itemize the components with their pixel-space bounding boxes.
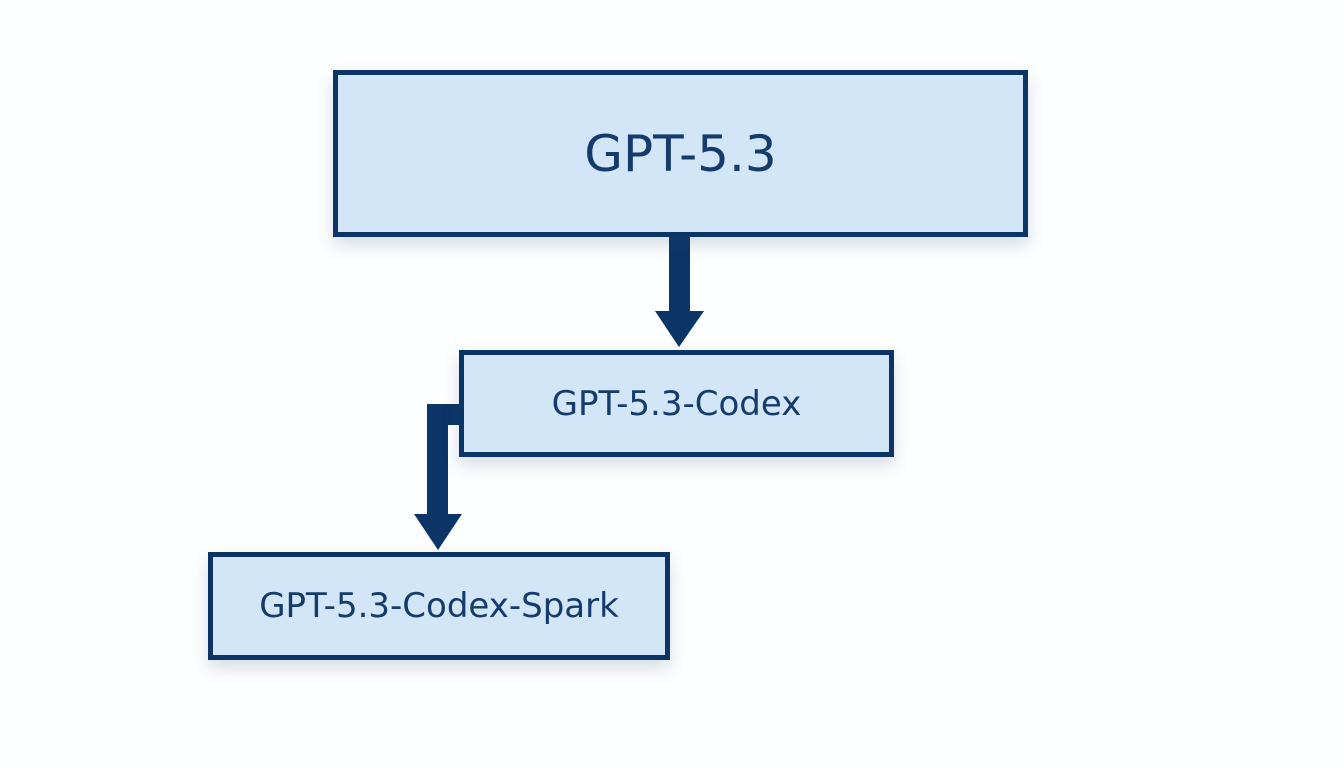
node-label: GPT-5.3 xyxy=(584,124,777,183)
edge-root-to-codex-shaft xyxy=(669,235,690,313)
node-label: GPT-5.3-Codex xyxy=(551,383,802,424)
node-gpt-5-3-codex: GPT-5.3-Codex xyxy=(459,350,894,457)
edge-root-to-codex xyxy=(655,235,704,347)
node-gpt-5-3-codex-spark: GPT-5.3-Codex-Spark xyxy=(208,552,670,660)
edge-codex-to-spark xyxy=(414,404,463,550)
node-label: GPT-5.3-Codex-Spark xyxy=(259,586,619,626)
node-gpt-5-3: GPT-5.3 xyxy=(333,70,1028,237)
edge-codex-to-spark-vertical xyxy=(427,404,448,516)
edge-codex-to-spark-arrowhead xyxy=(414,514,462,550)
edge-root-to-codex-arrowhead xyxy=(655,311,704,347)
